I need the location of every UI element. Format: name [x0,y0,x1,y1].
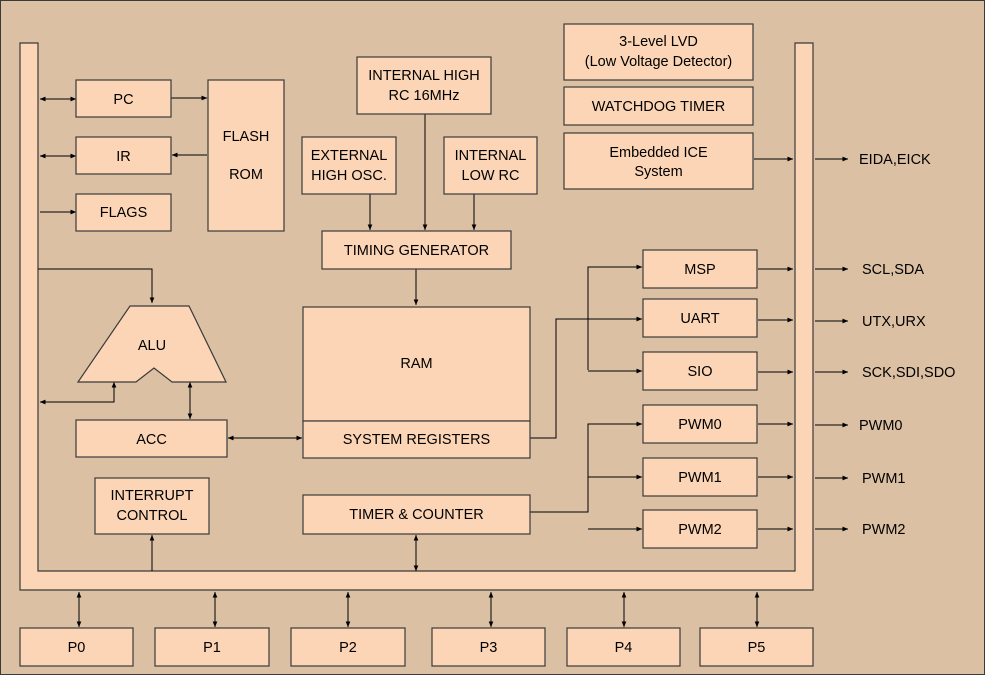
port-p5: P5 [699,627,814,667]
connections [38,95,849,628]
block-internal-high-rc: INTERNAL HIGH RC 16MHz [356,56,492,115]
block-acc-label: ACC [136,432,167,448]
block-alu-label: ALU [138,338,166,354]
block-external-high-osc: EXTERNAL HIGH OSC. [301,136,397,195]
block-pc: PC [75,79,172,118]
port-p2-label: P2 [339,640,357,656]
block-external-high-osc-label-1: EXTERNAL [311,148,388,164]
port-p2: P2 [290,627,406,667]
block-system-registers-label: SYSTEM REGISTERS [343,432,490,448]
block-system-registers: SYSTEM REGISTERS [302,420,531,459]
block-flash-rom-label-1: FLASH [223,129,270,145]
signal-msp: SCL,SDA [862,262,924,278]
block-pc-label: PC [113,92,133,108]
block-msp: MSP [642,249,758,289]
block-sio: SIO [642,351,758,391]
block-embedded-ice-label-2: System [634,164,682,180]
port-p3: P3 [431,627,546,667]
signal-pwm0: PWM0 [859,418,903,434]
block-pwm2: PWM2 [642,509,758,549]
block-watchdog-timer-label: WATCHDOG TIMER [592,99,725,115]
block-pwm0-label: PWM0 [678,417,722,433]
block-pwm0: PWM0 [642,404,758,444]
block-internal-high-rc-label-1: INTERNAL HIGH [368,68,479,84]
external-signals: EIDA,EICK SCL,SDA UTX,URX SCK,SDI,SDO PW… [859,152,955,538]
block-sio-label: SIO [688,364,713,380]
signal-uart: UTX,URX [862,314,926,330]
block-pwm2-label: PWM2 [678,522,722,538]
signal-pwm1: PWM1 [862,471,906,487]
signal-pwm2: PWM2 [862,522,906,538]
block-embedded-ice: Embedded ICE System [563,132,754,190]
block-flash-rom: FLASH ROM [207,79,285,232]
port-p0: P0 [19,627,134,667]
block-internal-low-rc-label-2: LOW RC [462,168,520,184]
block-acc: ACC [75,419,228,458]
block-ir: IR [75,136,172,175]
port-p1: P1 [154,627,270,667]
port-p3-label: P3 [480,640,498,656]
block-internal-high-rc-label-2: RC 16MHz [389,88,460,104]
signal-sio: SCK,SDI,SDO [862,365,955,381]
block-watchdog-timer: WATCHDOG TIMER [563,86,754,126]
port-p1-label: P1 [203,640,221,656]
port-p4-label: P4 [615,640,633,656]
block-lvd-label-2: (Low Voltage Detector) [585,54,733,70]
block-alu: ALU [76,305,227,383]
block-lvd: 3-Level LVD (Low Voltage Detector) [563,23,754,81]
signal-ice: EIDA,EICK [859,152,931,168]
block-pwm1: PWM1 [642,457,758,497]
block-lvd-label-1: 3-Level LVD [619,34,698,50]
block-uart-label: UART [680,311,719,327]
block-internal-low-rc: INTERNAL LOW RC [443,136,538,195]
block-embedded-ice-label-1: Embedded ICE [609,145,708,161]
block-timing-generator-label: TIMING GENERATOR [344,243,489,259]
block-pwm1-label: PWM1 [678,470,722,486]
block-interrupt-control-label-1: INTERRUPT [111,488,194,504]
block-flags-label: FLAGS [100,205,148,221]
block-external-high-osc-label-2: HIGH OSC. [311,168,387,184]
block-flags: FLAGS [75,193,172,232]
internal-bus [19,42,814,591]
block-interrupt-control: INTERRUPT CONTROL [94,477,210,535]
block-msp-label: MSP [684,262,715,278]
block-interrupt-control-label-2: CONTROL [117,508,188,524]
port-p0-label: P0 [68,640,86,656]
block-flash-rom-label-2: ROM [229,167,263,183]
block-uart: UART [642,298,758,338]
block-timer-counter: TIMER & COUNTER [302,494,531,535]
block-internal-low-rc-label-1: INTERNAL [455,148,527,164]
block-ir-label: IR [116,149,131,165]
block-timing-generator: TIMING GENERATOR [321,230,512,270]
block-ram-label: RAM [400,356,432,372]
port-p4: P4 [566,627,681,667]
block-timer-counter-label: TIMER & COUNTER [349,507,484,523]
port-p5-label: P5 [748,640,766,656]
block-ram: RAM [302,306,531,422]
